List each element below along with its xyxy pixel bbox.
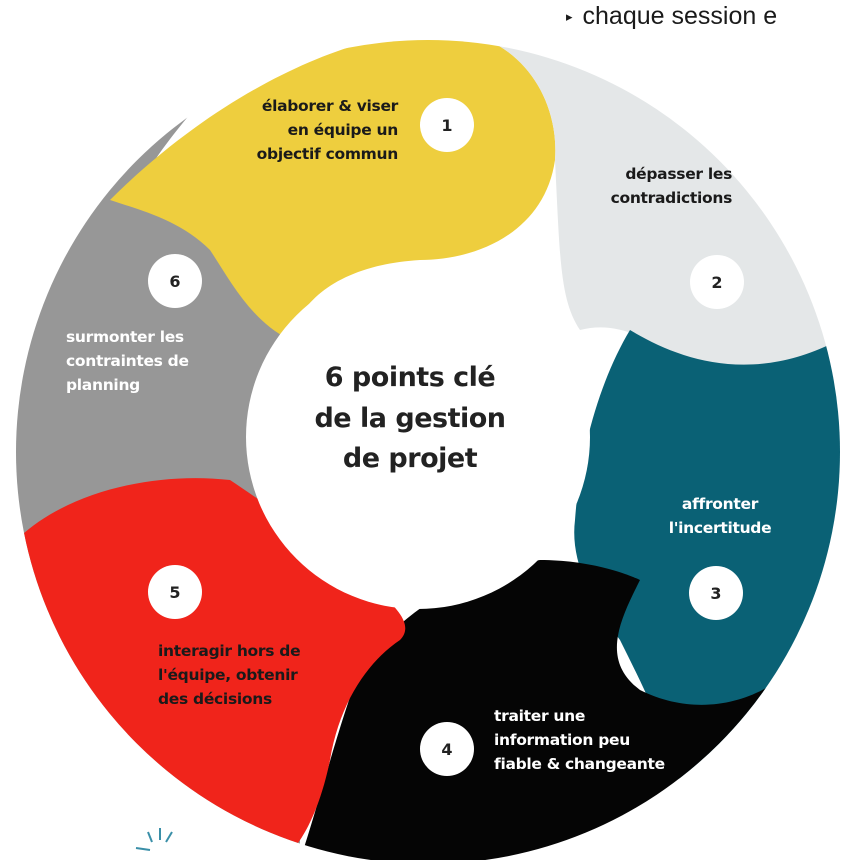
- segment-5-line: des décisions: [158, 690, 272, 709]
- top-bullet-text: ▸chaque session e: [566, 2, 778, 30]
- segment-4-line: information peu: [494, 731, 630, 750]
- segment-6-line: surmonter les: [66, 328, 184, 346]
- segment-6-line: planning: [66, 376, 140, 395]
- segment-1-line: élaborer & viser: [261, 97, 398, 115]
- center-title-line: de projet: [342, 443, 478, 474]
- segment-2-bg: [430, 40, 840, 384]
- segment-6-line: contraintes de: [66, 352, 189, 371]
- center-title-line: de la gestion: [314, 402, 506, 434]
- segment-4-line: fiable & changeante: [494, 755, 665, 774]
- segment-5-line: l'équipe, obtenir: [158, 666, 298, 685]
- center-hub: [246, 265, 590, 609]
- segment-5-label: interagir hors de l'équipe, obtenir des …: [158, 639, 358, 711]
- segment-5-line: interagir hors de: [158, 642, 301, 660]
- segment-1-line: objectif commun: [256, 145, 399, 164]
- segment-3-label: affronter l'incertitude: [660, 492, 780, 540]
- segment-3-line: l'incertitude: [668, 519, 772, 538]
- center-title-line: 6 points clé: [324, 362, 496, 393]
- center-title: 6 points clé de la gestion de projet: [290, 358, 530, 480]
- segment-4-label: traiter une information peu fiable & cha…: [494, 704, 674, 776]
- segment-2-line: contradictions: [610, 189, 733, 208]
- segment-3-line: affronter: [681, 495, 759, 513]
- segment-2-line: dépasser les: [625, 165, 732, 183]
- segment-6-label: surmonter les contraintes de planning: [66, 325, 246, 397]
- segment-2-label: dépasser les contradictions: [590, 162, 733, 210]
- segment-1-line: en équipe un: [287, 121, 399, 140]
- bullet-triangle-icon: ▸: [566, 9, 573, 24]
- segment-1-label: élaborer & viser en équipe un objectif c…: [208, 94, 399, 166]
- segment-4-line: traiter une: [494, 707, 586, 725]
